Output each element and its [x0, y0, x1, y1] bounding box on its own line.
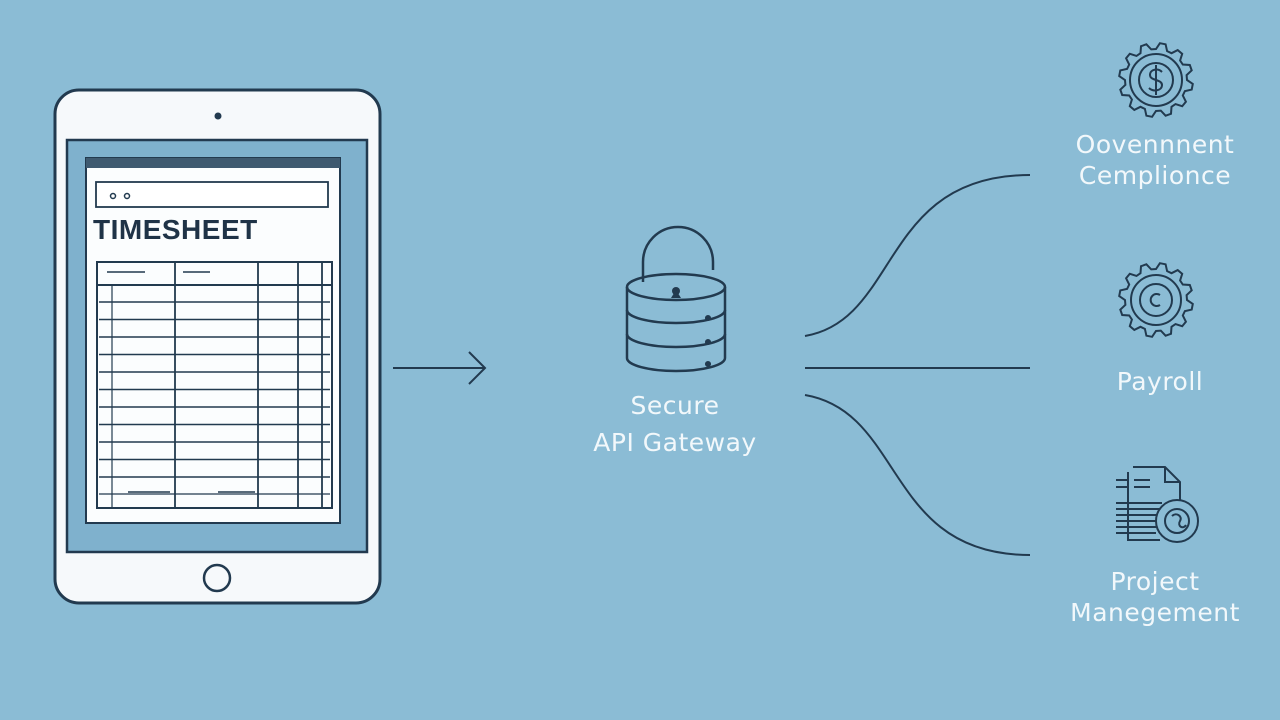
camera-icon	[214, 112, 222, 120]
app-title-bar	[86, 158, 340, 168]
document-gear-icon	[1116, 466, 1199, 543]
destination-compliance-label: Oovennnent Cemplionce	[1050, 129, 1260, 191]
compliance-label-line2: Cemplionce	[1078, 161, 1232, 190]
timesheet-title: TIMESHEET	[93, 214, 258, 245]
connector-compliance	[804, 174, 1031, 337]
payroll-label-line1: Payroll	[1116, 367, 1204, 396]
toolbar-dot-icon	[109, 192, 117, 200]
gear-dollar-icon	[1118, 42, 1194, 118]
destination-payroll-label: Payroll	[1080, 366, 1240, 397]
destination-project-label: Project Manegement	[1050, 566, 1260, 628]
gateway-label-line2: API Gateway	[593, 428, 757, 457]
gateway-label-line1: Secure	[630, 391, 720, 420]
gear-icon	[1118, 262, 1194, 338]
home-button[interactable]	[202, 563, 232, 593]
compliance-label-line1: Oovennnent	[1075, 130, 1235, 159]
gateway-label: Secure API Gateway	[560, 390, 790, 458]
app-toolbar[interactable]	[95, 181, 329, 208]
timesheet-app	[85, 157, 341, 524]
arrow-to-gateway	[393, 351, 487, 385]
keyhole-icon	[671, 287, 681, 298]
project-label-line2: Manegement	[1070, 598, 1240, 627]
connector-lines	[804, 174, 1031, 556]
connector-project	[804, 394, 1031, 556]
toolbar-dot-icon	[123, 192, 131, 200]
lock-database-icon	[625, 225, 727, 373]
project-label-line1: Project	[1110, 567, 1200, 596]
timesheet-table	[96, 261, 333, 509]
